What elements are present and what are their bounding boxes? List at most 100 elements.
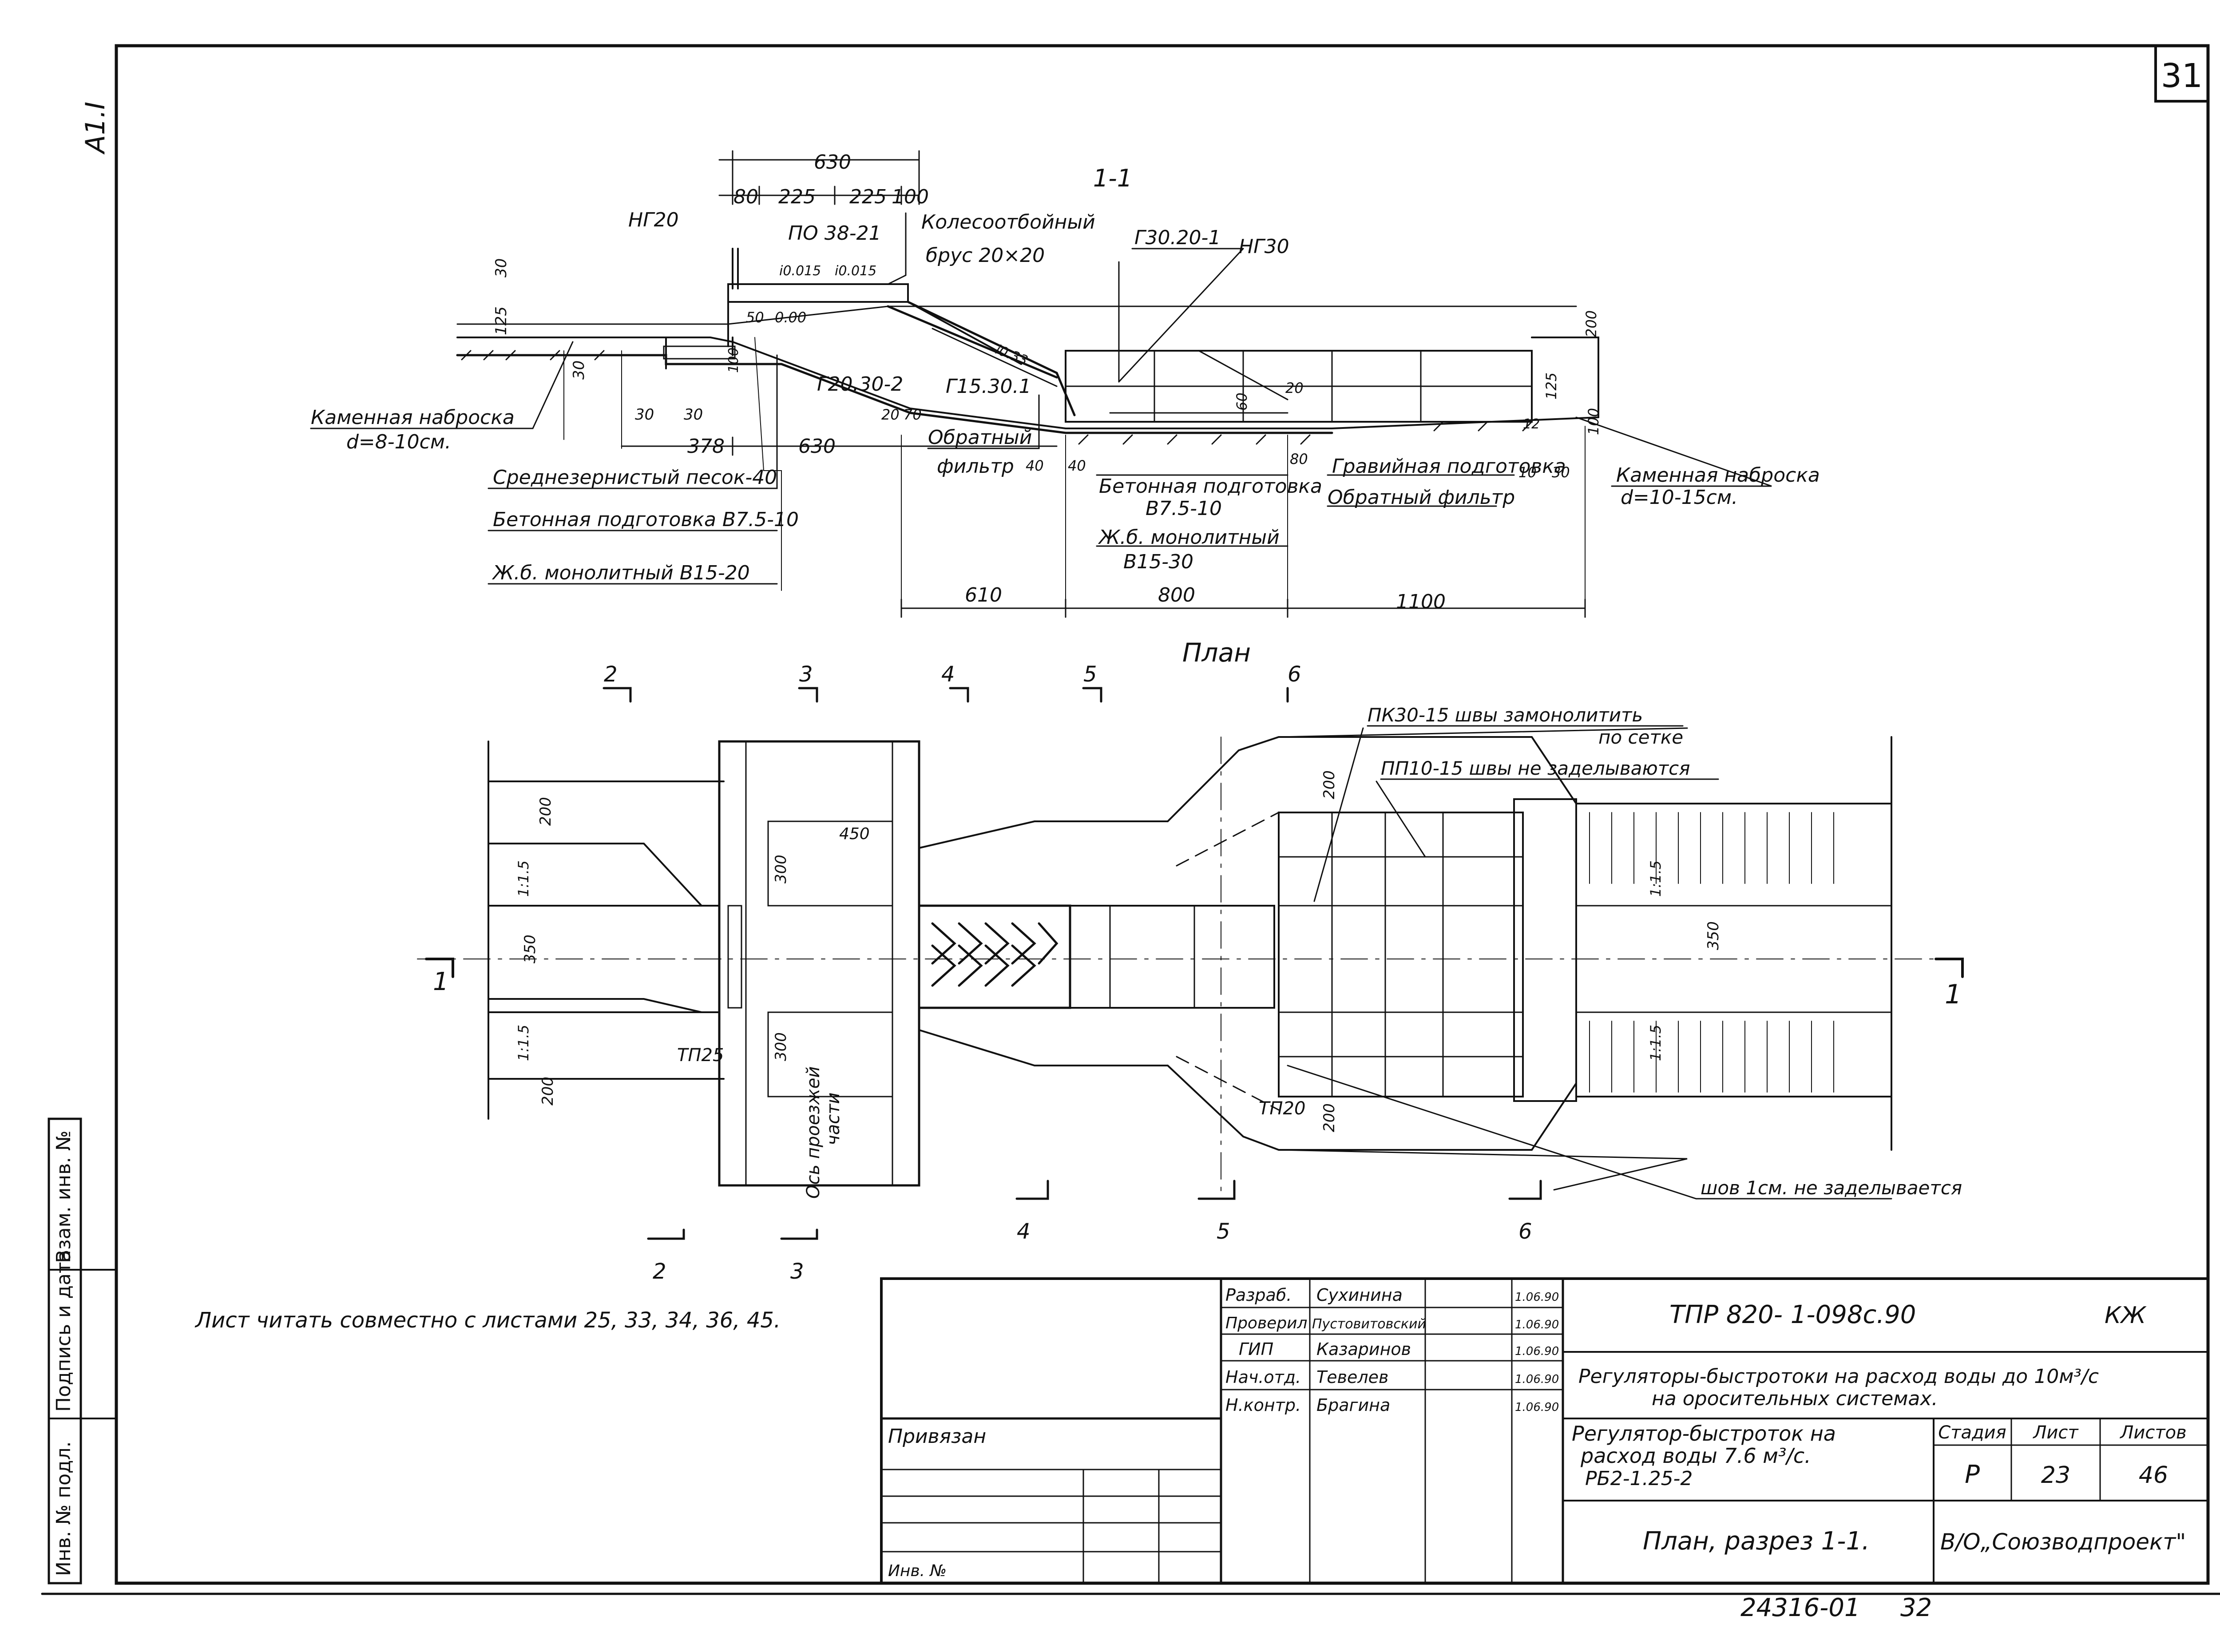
cut-2-top: 2	[604, 662, 618, 687]
dim-610: 610	[965, 584, 1002, 606]
drawing-title: План, разрез 1-1.	[1643, 1527, 1870, 1556]
dim-small-30c: 30	[635, 406, 654, 424]
object-line-2: расход воды 7.6 м³/с.	[1580, 1444, 1811, 1468]
signer-4-date: 1.06.90	[1515, 1373, 1559, 1386]
cut-4-bottom: 4	[1017, 1219, 1031, 1244]
label-rc-1: Ж.б. монолитный В15-20	[492, 562, 750, 584]
dim-small-30a: 30	[492, 258, 510, 277]
dim-225a: 225	[778, 186, 816, 208]
signer-4-name: Тевелев	[1316, 1367, 1388, 1387]
dim-1100: 1100	[1396, 590, 1446, 613]
sheet-value: 23	[2041, 1462, 2070, 1489]
label-concrete-prep-1: Бетонная подготовка В7.5-10	[493, 508, 799, 531]
plan-dim-200-b: 200	[539, 1077, 557, 1105]
label-ng20: НГ20	[628, 209, 679, 231]
plan-dim-slope-b: 1:1.5	[515, 1025, 532, 1061]
dim-small-20b: 20	[1285, 380, 1304, 396]
dim-800: 800	[1158, 584, 1195, 606]
signer-2-role: Проверил	[1225, 1314, 1308, 1332]
inv-no: Инв. №	[888, 1562, 947, 1580]
sheets-header: Листов	[2119, 1422, 2186, 1443]
label-concrete-prep-2b: В7.5-10	[1146, 497, 1222, 520]
label-brus: брус 20×20	[926, 244, 1045, 267]
dim-378: 378	[687, 435, 725, 458]
sheets-value: 46	[2139, 1462, 2168, 1489]
label-axis-2: части	[823, 1093, 844, 1145]
label-pk-2: по сетке	[1598, 726, 1683, 748]
plan-dim-300-b: 300	[772, 1032, 790, 1061]
plan-dim-slope-c: 1:1.5	[1647, 860, 1664, 897]
dim-small-100: 100	[726, 348, 741, 373]
label-filter-1a: Обратный	[928, 426, 1032, 449]
label-seam: шов 1см. не заделывается	[1701, 1177, 1962, 1199]
label-kolesootboi: Колесоотбойный	[921, 211, 1095, 234]
dim-100: 100	[892, 186, 929, 208]
label-rc-2a: Ж.б. монолитный	[1098, 526, 1280, 549]
project-line-1: Регуляторы-быстротоки на расход воды до …	[1578, 1365, 2099, 1388]
dim-small-70: 70	[904, 406, 922, 423]
dim-small-30b: 30	[570, 361, 588, 380]
signer-5-date: 1.06.90	[1515, 1401, 1559, 1414]
signer-1-date: 1.06.90	[1515, 1291, 1559, 1304]
dim-630-top: 630	[814, 151, 851, 174]
slope-2: i0.015	[835, 263, 876, 279]
stamp-podpis: Подпись и дата	[52, 1250, 75, 1412]
dim-small-30e: 30	[1552, 464, 1570, 481]
signer-3-name: Казаринов	[1316, 1339, 1411, 1359]
label-filter-1b: фильтр	[937, 455, 1014, 478]
signer-5-name: Брагина	[1316, 1395, 1390, 1415]
cut-2-bottom: 2	[653, 1259, 666, 1284]
dim-small-40a: 40	[1026, 457, 1044, 474]
dim-small-12: 12	[1523, 416, 1540, 432]
label-stone-1-size: d=8-10см.	[346, 431, 451, 453]
label-tp20: ТП20	[1259, 1098, 1305, 1119]
doc-mark: КЖ	[2105, 1302, 2147, 1329]
label-stone-2-size: d=10-15см.	[1621, 486, 1738, 509]
sheet-header: Лист	[2032, 1422, 2079, 1443]
cut-3-bottom: 3	[790, 1259, 804, 1284]
dim-small-80: 80	[1290, 451, 1308, 467]
label-po: ПО 38-21	[788, 222, 881, 245]
label-stone-1: Каменная наброска	[311, 406, 515, 429]
label-sand: Среднезернистый песок-40	[493, 466, 777, 489]
plan-title: План	[1182, 638, 1251, 668]
plan-dim-350-a: 350	[521, 935, 539, 963]
left-stamp	[48, 1117, 117, 1585]
signer-2-name: Пустовитовский	[1312, 1316, 1426, 1332]
label-g20: Г20.30-2	[817, 373, 903, 396]
object-line-3: РБ2-1.25-2	[1585, 1467, 1693, 1490]
label-concrete-prep-2a: Бетонная подготовка	[1099, 475, 1322, 498]
label-g15: Г15.30.1	[946, 375, 1031, 398]
dim-630-bottom: 630	[798, 435, 836, 458]
label-g30: Г30.20-1	[1134, 226, 1221, 249]
cut-5-top: 5	[1083, 662, 1097, 687]
stamp-vzam: Взам. инв. №	[52, 1130, 75, 1263]
archive-number: 24316-01	[1740, 1593, 1860, 1622]
dim-small-100b: 100	[1585, 408, 1602, 435]
label-ng30: НГ30	[1239, 235, 1289, 258]
plan-dim-450: 450	[839, 825, 870, 843]
signer-4-role: Нач.отд.	[1225, 1367, 1301, 1387]
slope-1: i0.015	[779, 263, 821, 279]
label-gravel: Гравийная подготовка	[1332, 455, 1566, 478]
title-block	[880, 1277, 2209, 1585]
stage-header: Стадия	[1938, 1422, 2006, 1443]
plan-dim-slope-d: 1:1.5	[1647, 1025, 1664, 1061]
note: Лист читать совместно с листами 25, 33, …	[194, 1308, 781, 1333]
cut-1-right: 1	[1945, 979, 1962, 1010]
plan-dim-350-b: 350	[1705, 921, 1722, 950]
dim-small-30d: 30	[684, 406, 703, 424]
label-rc-2b: В15-30	[1123, 551, 1193, 573]
plan-dim-200-a: 200	[537, 797, 555, 826]
plan-dim-200-d: 200	[1320, 1103, 1338, 1132]
label-stone-2: Каменная наброска	[1616, 464, 1820, 487]
cut-5-bottom: 5	[1217, 1219, 1230, 1244]
corner-mark: А1.I	[80, 102, 111, 155]
signer-1-role: Разраб.	[1225, 1285, 1292, 1305]
label-axis-1: Ось проезжей	[803, 1066, 824, 1199]
cut-6-bottom: 6	[1518, 1219, 1532, 1244]
cut-1-left: 1	[433, 967, 449, 996]
sheet-frame	[41, 44, 2220, 1595]
dim-small-000: 0.00	[775, 309, 806, 326]
